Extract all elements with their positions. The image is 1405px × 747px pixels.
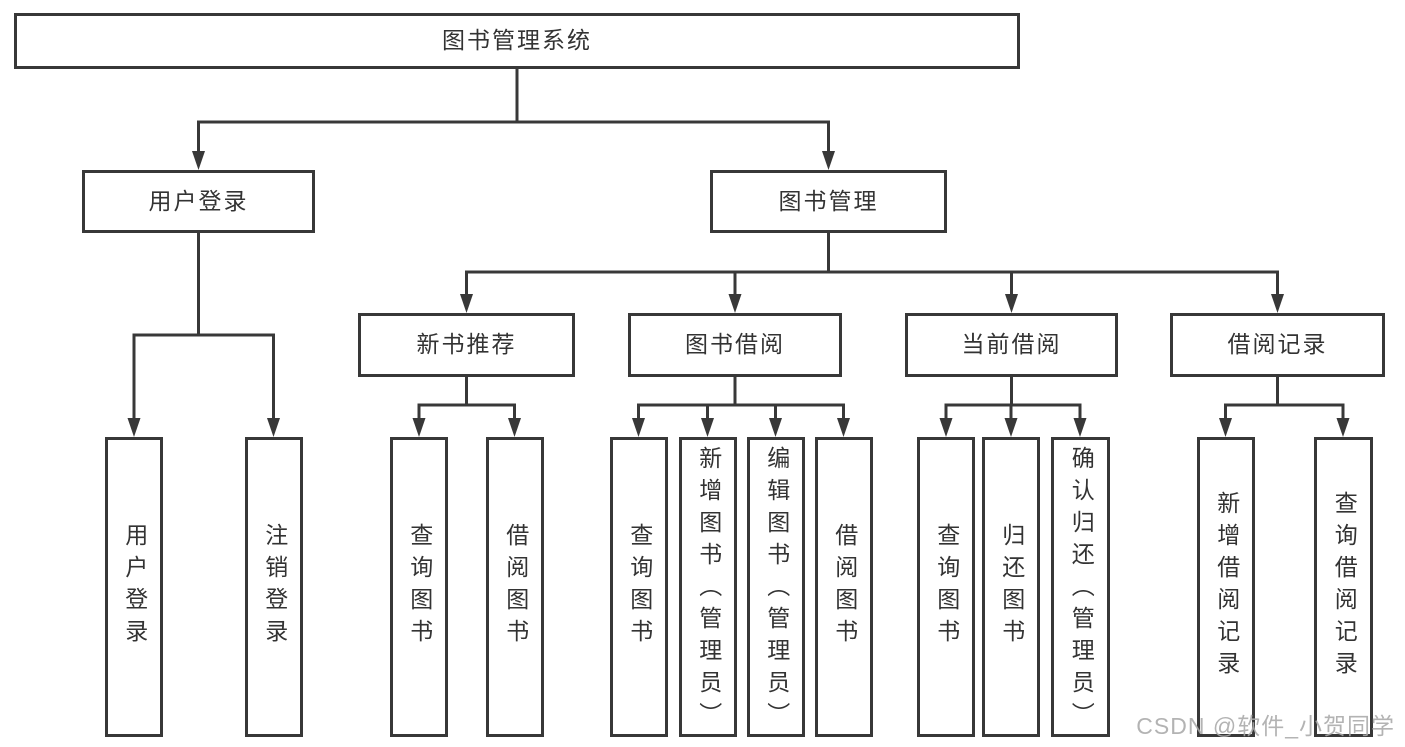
node-root-library-management-system: 图书管理系统 (14, 13, 1020, 69)
arrowhead (837, 418, 850, 437)
arrowhead (127, 418, 141, 437)
leaf-bb-edit-books-admin: 编辑图书（管理员） (747, 437, 805, 737)
node-book-management: 图书管理 (710, 170, 947, 233)
arrowhead (460, 294, 473, 313)
arrowhead (939, 418, 953, 437)
arrowhead (728, 294, 742, 313)
leaf-bb-add-books-admin: 新增图书（管理员） (679, 437, 737, 737)
leaf-bb-query-books: 查询图书 (610, 437, 668, 737)
arrowheads (127, 151, 1350, 437)
leaf-cb-return-books: 归还图书 (982, 437, 1040, 737)
arrowhead (192, 151, 205, 170)
connector-root-to-level2 (197, 68, 830, 156)
arrowhead (822, 151, 835, 170)
connector-user-login-to-leaves (132, 233, 275, 423)
arrowhead (508, 418, 521, 437)
node-new-book-recommend: 新书推荐 (358, 313, 575, 377)
node-book-borrow: 图书借阅 (628, 313, 842, 377)
arrowhead (701, 418, 714, 437)
leaf-cb-query-books: 查询图书 (917, 437, 975, 737)
leaf-bb-borrow-books: 借阅图书 (815, 437, 873, 737)
watermark: CSDN @软件_小贺同学 (1136, 713, 1395, 739)
connector-new-book-recommend-to-leaves (417, 377, 516, 423)
arrowhead (1073, 418, 1087, 437)
arrowhead (1005, 294, 1018, 313)
arrowhead (412, 418, 426, 437)
arrowhead (632, 418, 645, 437)
node-user-login: 用户登录 (82, 170, 315, 233)
arrowhead (267, 418, 280, 437)
leaf-nb-borrow-books: 借阅图书 (486, 437, 544, 737)
connector-book-borrow-to-leaves (637, 377, 845, 423)
leaf-cb-confirm-return-admin: 确认归还（管理员） (1051, 437, 1110, 737)
leaf-user-login: 用户登录 (105, 437, 163, 737)
node-borrow-records: 借阅记录 (1170, 313, 1385, 377)
node-current-borrow: 当前借阅 (905, 313, 1118, 377)
connector-borrow-records-to-leaves (1224, 377, 1345, 423)
connector-current-borrow-to-leaves (944, 377, 1082, 423)
connector-book-management-to-level3 (465, 233, 1279, 299)
arrowhead (769, 418, 782, 437)
arrowhead (1336, 418, 1350, 437)
arrowhead (1004, 418, 1018, 437)
arrowhead (1271, 294, 1284, 313)
leaf-nb-query-books: 查询图书 (390, 437, 448, 737)
leaf-logout: 注销登录 (245, 437, 303, 737)
leaf-br-query-borrow-record: 查询借阅记录 (1314, 437, 1373, 737)
leaf-br-add-borrow-record: 新增借阅记录 (1197, 437, 1255, 737)
arrowhead (1219, 418, 1232, 437)
